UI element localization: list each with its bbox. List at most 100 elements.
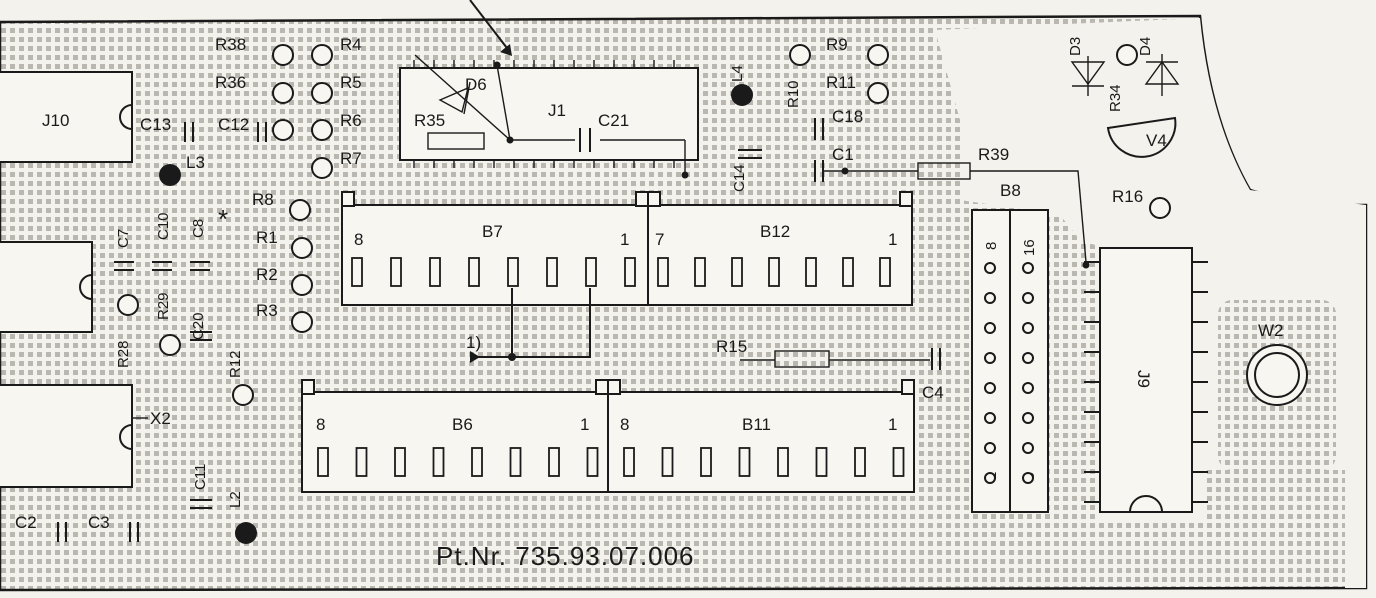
svg-text:1: 1 bbox=[888, 415, 897, 434]
link-l4: L4 bbox=[729, 65, 753, 106]
svg-text:X2: X2 bbox=[150, 409, 171, 428]
svg-text:C2: C2 bbox=[15, 513, 37, 532]
connector-pin bbox=[585, 257, 597, 287]
wire-callout-1: 1) bbox=[466, 288, 591, 363]
connector-pin bbox=[355, 447, 368, 477]
svg-text:V4: V4 bbox=[1146, 131, 1167, 150]
svg-text:J9: J9 bbox=[1134, 370, 1153, 388]
capacitors-c7-c20-c8: C7 C10 C8 * bbox=[114, 204, 228, 271]
connector-pin bbox=[854, 447, 866, 477]
b8-hole bbox=[984, 292, 996, 304]
svg-text:R9: R9 bbox=[826, 35, 848, 54]
b8-hole bbox=[984, 442, 996, 454]
connector-pin bbox=[842, 257, 854, 287]
capacitor-c11-link-l2: C11 L2 bbox=[190, 464, 257, 544]
svg-text:C1: C1 bbox=[832, 145, 854, 164]
connector-pin bbox=[777, 447, 789, 477]
connector-pin bbox=[546, 257, 558, 287]
connector-pin bbox=[548, 447, 560, 477]
svg-text:8: 8 bbox=[316, 415, 325, 434]
svg-text:C12: C12 bbox=[218, 115, 249, 134]
svg-text:R12: R12 bbox=[227, 350, 244, 378]
connector-pin bbox=[657, 257, 669, 287]
svg-text:C3: C3 bbox=[88, 513, 110, 532]
capacitor-c21: C21 bbox=[579, 111, 629, 152]
svg-text:R35: R35 bbox=[414, 111, 445, 130]
svg-text:R2: R2 bbox=[256, 265, 278, 284]
ic-j1: J1 bbox=[399, 0, 699, 179]
svg-text:R1: R1 bbox=[256, 228, 278, 247]
svg-text:16: 16 bbox=[1021, 239, 1038, 256]
b8-hole bbox=[984, 262, 996, 274]
connector-pin bbox=[805, 257, 817, 287]
connector-pin bbox=[390, 257, 402, 287]
svg-text:C14: C14 bbox=[731, 164, 748, 192]
connector-pin bbox=[471, 447, 483, 477]
svg-text:R11: R11 bbox=[826, 73, 856, 92]
b8-hole bbox=[984, 352, 996, 364]
connector-pin bbox=[507, 257, 519, 287]
connector-pin bbox=[815, 447, 828, 477]
svg-text:C20: C20 bbox=[190, 312, 207, 340]
connector-pin bbox=[317, 447, 329, 477]
svg-text:W2: W2 bbox=[1258, 321, 1284, 340]
resistor-r38: R35 bbox=[414, 111, 485, 150]
ic-j9: J9 bbox=[1084, 247, 1208, 513]
connector-pin bbox=[768, 257, 780, 287]
svg-text:8: 8 bbox=[354, 230, 363, 249]
b8-hole bbox=[984, 412, 996, 424]
svg-text:8: 8 bbox=[983, 242, 1000, 250]
ic-x2: X2 bbox=[0, 384, 171, 488]
svg-text:1: 1 bbox=[620, 230, 629, 249]
b8-hole bbox=[1022, 292, 1034, 304]
svg-text:R3: R3 bbox=[256, 301, 278, 320]
resistors-r28-r29-r12: R28 R29 C20 R12 bbox=[115, 292, 254, 406]
connector-pin bbox=[738, 447, 751, 477]
svg-text:R6: R6 bbox=[340, 111, 362, 130]
connector-pin bbox=[509, 447, 522, 477]
part-number: Pt.Nr. 735.93.07.006 bbox=[436, 541, 695, 571]
resistor-r16: R16 bbox=[1112, 187, 1171, 219]
svg-text:R36: R36 bbox=[215, 73, 246, 92]
svg-text:R29: R29 bbox=[155, 292, 172, 320]
svg-text:R39: R39 bbox=[978, 145, 1009, 164]
svg-text:C7: C7 bbox=[115, 229, 132, 248]
diode-d6: D6 bbox=[438, 75, 487, 115]
svg-text:*: * bbox=[218, 204, 228, 234]
svg-text:B11: B11 bbox=[742, 415, 771, 434]
connector-pin bbox=[351, 257, 363, 287]
connector-b6: 8 B6 1 bbox=[301, 379, 609, 493]
ic-j10: J10 bbox=[0, 71, 133, 163]
svg-text:R34: R34 bbox=[1107, 84, 1124, 112]
b8-hole bbox=[1022, 382, 1034, 394]
svg-text:J10: J10 bbox=[42, 111, 69, 130]
b8-hole bbox=[984, 472, 996, 484]
svg-text:R7: R7 bbox=[340, 149, 362, 168]
connector-pin bbox=[892, 447, 905, 477]
svg-text:1: 1 bbox=[888, 230, 897, 249]
capacitors-c1-c2: C18 C1 bbox=[814, 107, 918, 182]
resistors-r9-r10-r11: R10 R9 R11 bbox=[785, 35, 889, 108]
connector-pin bbox=[586, 447, 599, 477]
connector-pin bbox=[468, 257, 480, 287]
svg-text:R16: R16 bbox=[1112, 187, 1143, 206]
capacitor-c10: C4 bbox=[922, 348, 944, 402]
diodes-d3-d4: D3 D4 R34 bbox=[1067, 37, 1180, 112]
svg-text:7: 7 bbox=[655, 230, 664, 249]
connector-pin bbox=[624, 257, 636, 287]
connector-b7: 8 B7 1 bbox=[341, 191, 649, 306]
resistor-r39: R39 bbox=[917, 145, 1090, 269]
svg-text:L2: L2 bbox=[227, 491, 244, 508]
connector-pin bbox=[700, 447, 712, 477]
svg-text:R4: R4 bbox=[340, 35, 362, 54]
svg-text:J1: J1 bbox=[548, 101, 566, 120]
svg-text:B12: B12 bbox=[760, 222, 790, 241]
svg-text:8: 8 bbox=[620, 415, 629, 434]
connector-pin bbox=[623, 447, 635, 477]
svg-text:B7: B7 bbox=[482, 222, 503, 241]
b8-hole bbox=[1022, 412, 1034, 424]
svg-text:C13: C13 bbox=[140, 115, 171, 134]
connector-pin bbox=[694, 257, 706, 287]
svg-text:R38: R38 bbox=[215, 35, 246, 54]
